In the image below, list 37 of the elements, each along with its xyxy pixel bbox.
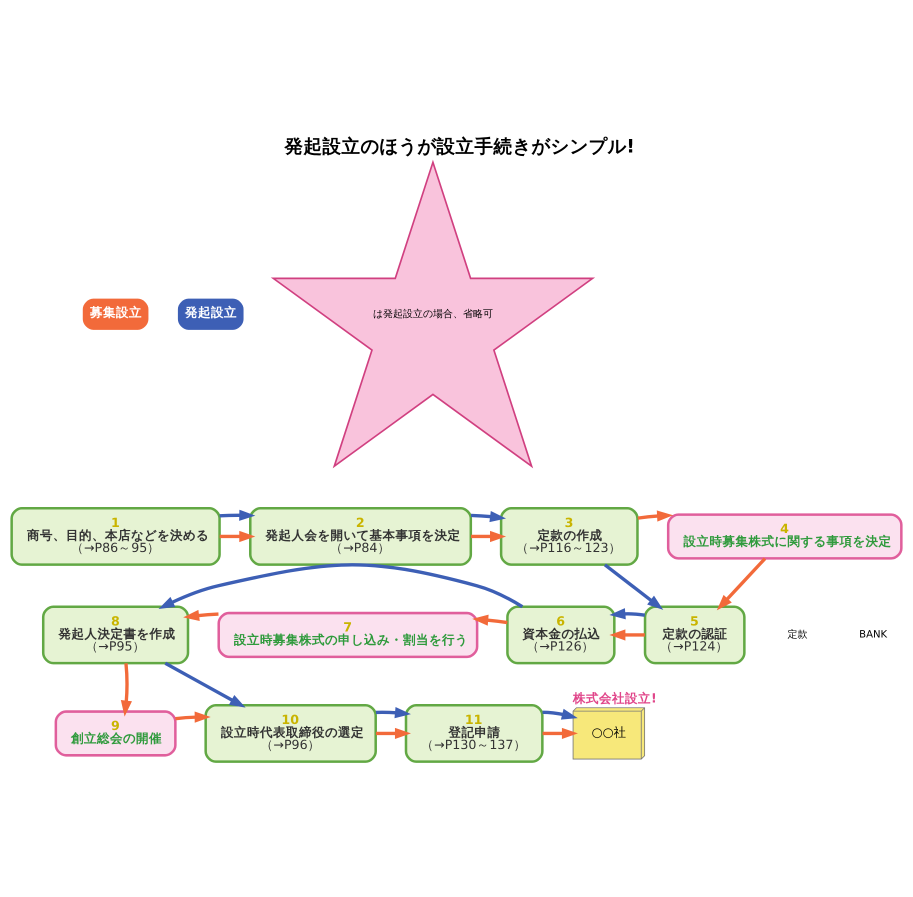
node-box: 11 登記申請 （→P130～137）: [404, 704, 544, 763]
arrow: [175, 712, 211, 723]
node-box: 6 資本金の払込 （→P126）: [506, 606, 616, 664]
arrow: [470, 510, 506, 522]
arrow: [716, 557, 766, 610]
label: BANK: [859, 630, 888, 641]
arrow: [376, 728, 411, 740]
legend-label: 募集設立: [90, 304, 142, 320]
node-box: 3 定款の作成 （→P116～123）: [500, 507, 639, 566]
node-box: 8 発起人決定書を作成 （→P95）: [42, 606, 190, 664]
legend-label: は発起設立の場合、省略可: [372, 308, 493, 320]
node-box: 2 発起人会を開いて基本事項を決定 （→P84）: [249, 507, 472, 566]
node-box: 5 定款の認証 （→P124）: [644, 606, 746, 664]
legend-label: 発起設立: [185, 304, 238, 320]
arrow: [542, 708, 578, 720]
node-box: 10 設立時代表取締役の選定 （→P96）: [204, 704, 377, 763]
arrow: [164, 662, 246, 708]
arrow: [609, 629, 645, 641]
diagram-title: 発起設立のほうが設立手続きがシンプル!: [284, 136, 635, 158]
node-box: 9 創立総会の開催: [54, 710, 177, 757]
arrow: [542, 728, 578, 740]
arrow: [220, 510, 256, 521]
arrow: [220, 530, 256, 542]
arrow: [638, 510, 674, 522]
node-box: 7 設立時募集株式の申し込み・割当を行う: [217, 612, 478, 658]
arrow: [183, 610, 219, 622]
label: 定款: [787, 630, 808, 641]
arrow: [158, 563, 524, 609]
arrow: [604, 563, 664, 610]
node-box: 4 設立時募集株式に関する事項を決定: [666, 513, 903, 560]
arrow: [120, 663, 132, 717]
arrow: [376, 707, 411, 718]
node-label: 株式会社設立!: [573, 690, 657, 706]
arrow: [471, 530, 506, 542]
node-box: 1 商号、目的、本店などを決める （→P86～95）: [10, 507, 221, 566]
arrow: [609, 608, 646, 620]
arrow: [472, 614, 508, 626]
